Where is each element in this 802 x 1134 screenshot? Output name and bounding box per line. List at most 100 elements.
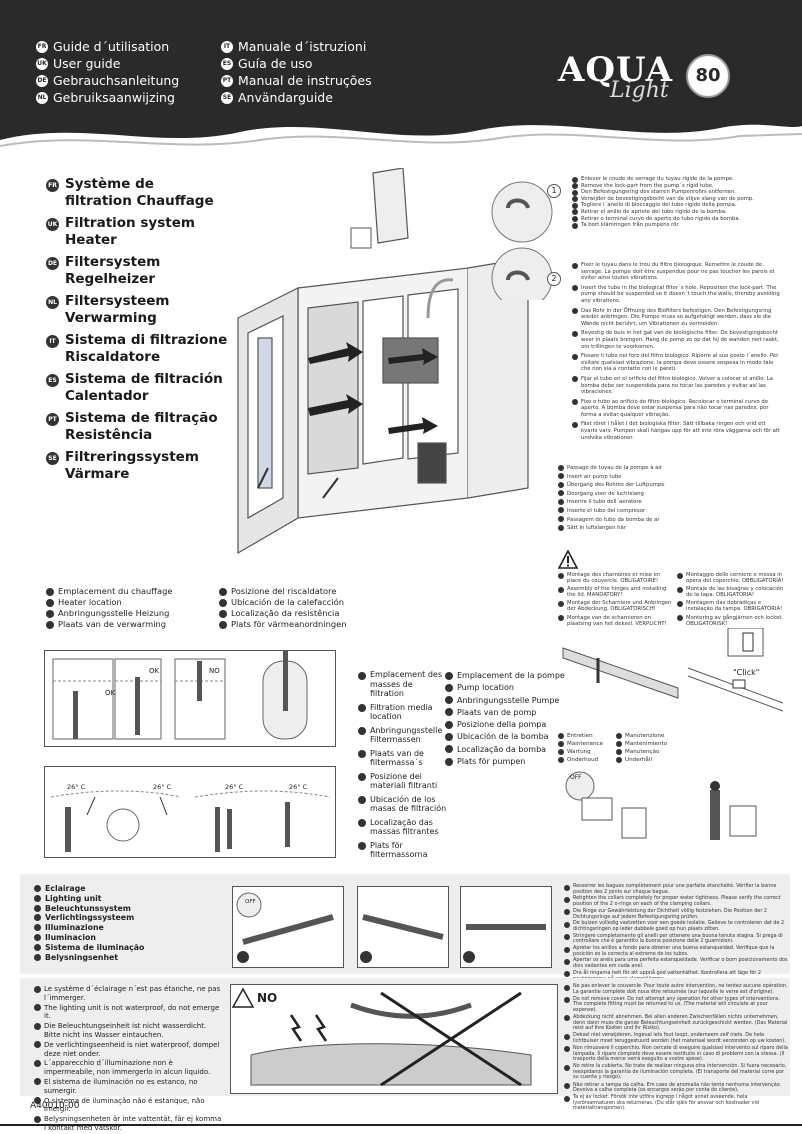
lang-dot [564,946,570,953]
label-line: Plats för värmeanordningen [219,619,347,630]
label-text: Plats för värmeanordningen [231,619,347,629]
step-number-1: 1 [547,184,561,198]
lang-dot [572,353,578,360]
instruction-line: Assembly of the hinges and installing th… [558,586,676,598]
lang-badge: IT [46,335,59,348]
lang-dot [564,971,570,978]
instruction-text: Montage des charnières et mise en place … [567,572,661,585]
lang-dot [219,587,227,596]
instruction-text: Fixe o tubo ao orifício do filtro biológ… [581,398,769,418]
click-label: "Click" [733,668,760,677]
instruction-text: Montage der Scharniere und Anbringen der… [567,600,672,613]
lang-badge: NL [46,296,59,309]
lang-dot [564,1015,570,1022]
lang-badge: SE [221,91,233,104]
label-text: Underhåll [625,757,652,764]
lang-dot [558,473,564,480]
lang-badge: DE [36,74,48,87]
instruction-line: Ta bort klämringen från pumpens rör. [572,222,782,229]
label-line: Heater location [46,597,172,608]
lang-dot [34,924,41,932]
label-line: Plats för pumpen [445,756,565,768]
label-line: Maintenance [558,740,618,748]
label-text: Sätt in luftslangen här [567,525,626,532]
lang-dot [572,202,578,209]
title-text: Verlichtingssysteem [45,913,135,923]
label-line: Ubicación de los masas de filtración [358,795,460,814]
instruction-text: De buizen volledig vastzetten voor een g… [573,920,785,932]
note-text: Do not remove cover. Do not attempt any … [573,995,780,1013]
label-text: Heater location [58,597,122,607]
lang-badge: FR [46,179,59,192]
warning-text: Die Beleuchtungseinheit ist nicht wasser… [44,1022,207,1039]
instruction-line: Den Befestigungsring des starren Pumpenr… [572,189,782,196]
lang-dot [677,615,683,622]
warning-text: Le système d´éclairage n´est pas étanche… [44,985,221,1002]
label-text: Übergang des Rohres der Luftpumpe [567,482,665,489]
lang-dot [677,572,683,579]
note-line: Abdeckung nicht abnehmen. Bei allen ande… [564,1014,790,1032]
cover-removal-notes: Ne pas enlever le couvercle. Pour toute … [564,983,790,1113]
label-text: Anbringungsstelle Filtermassen [370,725,443,745]
lang-dot [616,740,622,747]
heater-labels-left: Emplacement du chauffage Heater location… [46,586,172,630]
title-text: Sistema de filtración Calentador [65,371,223,404]
warning-line: El sistema de iluminación no es estanco,… [34,1078,224,1096]
temperature-label: 26° C [225,783,244,791]
note-text: Deksel niet verwijderen. Ingeval iets fo… [573,1032,786,1044]
step-number-2: 2 [547,272,561,286]
label-text: Entretien [567,733,593,739]
logo-number: 80 [686,54,730,98]
instruction-line: Montagem das dobradiças e instalação da … [677,600,785,612]
warning-text: Belysningsenheten är inte vattentät, fär… [44,1115,222,1132]
lighting-step-1-drawing [236,892,334,963]
lang-dot [572,189,578,196]
instruction-text: Montering av gångjärnen och locket. OBLI… [686,614,784,627]
lighting-step-1-panel: OFF [232,886,344,968]
guide-label: Guía de uso [238,56,313,71]
lang-dot [46,587,54,596]
lighting-step-2-panel [357,886,449,968]
title-line: Belysningsenhet [34,953,144,963]
warning-text: El sistema de iluminación no es estanco,… [44,1077,198,1095]
warning-line: L´apparecchio d´illuminazione non è impe… [34,1059,224,1077]
instruction-text: Die Ringe zur Gewährleistung der Dichthe… [573,907,767,920]
label-line: Anbringungsstelle Pumpe [445,695,565,707]
lang-dot [572,216,578,223]
instruction-text: Den Befestigungsring des starren Pumpenr… [581,189,736,196]
bottom-rule [0,1124,802,1126]
warning-text: O sistema de iluminação não é estanque, … [44,1096,205,1114]
lang-dot [34,894,41,902]
instruction-line: Insert the tube in the biological filter… [572,285,782,305]
label-line: Inserte el tubo del compresor [558,507,758,516]
instruction-text: Resserrer les bagues complètement pour u… [573,883,777,895]
lang-dot [558,572,564,579]
step1-instructions: Enlever le coude de serrage du tuyau rig… [572,176,782,229]
lighting-instructions: Resserrer les bagues complètement pour u… [564,883,790,983]
instruction-text: Apertar os anéis para uma perfeita estan… [573,957,788,970]
lang-dot [572,209,578,216]
label-text: Ubicación de los masas de filtración [370,794,447,814]
label-text: Plats för filtermassorna [370,840,428,860]
title-text: Beleuchtunssystem [45,903,131,913]
note-line: Ta ej av locket. Försök inte utföra ingr… [564,1094,790,1112]
lang-dot [572,376,578,383]
title-text: Sistema de iluminação [45,942,145,952]
label-line: Posizione dei materiali filtranti [358,772,460,791]
lang-dot [572,330,578,337]
maintenance-labels-left: Entretien Maintenance Wartung Onderhoud [558,732,618,764]
instruction-line: Montaggio delle cerniere e messa in oper… [677,572,785,584]
lang-dot [34,885,41,892]
lang-dot [558,756,564,763]
label-text: Doorgang voor de luchtslang [567,490,644,497]
lang-dot [572,399,578,406]
label-line: Onderhoud [558,756,618,764]
note-line: No retire la cubierta. No trate de reali… [564,1063,790,1081]
lang-dot [358,819,366,827]
